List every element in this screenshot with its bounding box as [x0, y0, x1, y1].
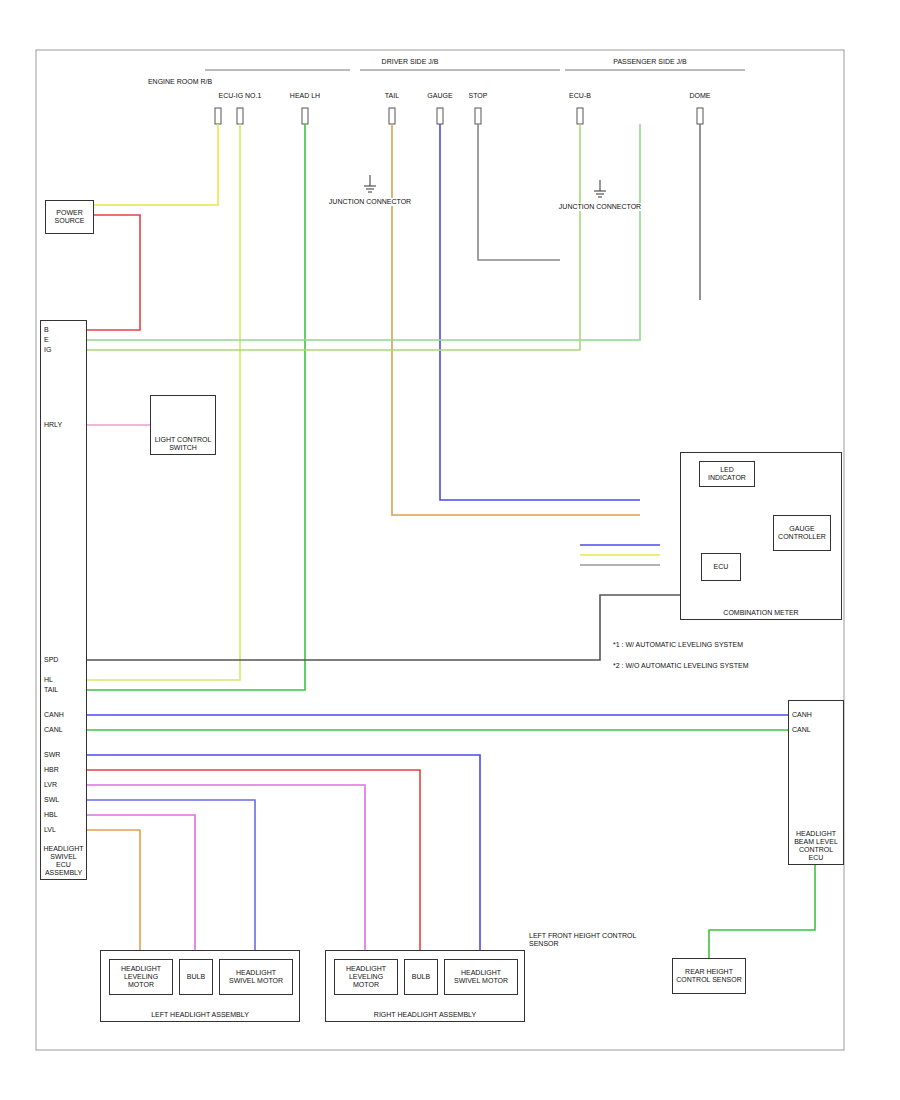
node-text: HEADLIGHT SWIVEL MOTOR [447, 969, 515, 985]
pin-name: E [43, 336, 73, 344]
wire-connector [87, 815, 195, 959]
part-label: DOME [685, 92, 715, 100]
node-text: HEADLIGHT SWIVEL ECU ASSEMBLY [43, 845, 84, 877]
assembly-box: LEFT HEADLIGHT ASSEMBLY HEADLIGHT LEVELIN… [100, 950, 300, 1022]
wire-connector [87, 424, 150, 426]
part-label: JUNCTION CONNECTOR [325, 198, 415, 206]
ecu-box: ECU [701, 553, 741, 581]
node-text: BULB [412, 973, 430, 981]
wire-connector [87, 729, 788, 731]
pin-name: B [43, 326, 73, 334]
pin-name: IG [43, 346, 73, 354]
switch-box: LIGHT CONTROL SWITCH [150, 395, 216, 455]
pin-name: TAIL [43, 686, 73, 694]
wire-connector [87, 755, 480, 959]
bulb-box: BULB [179, 959, 213, 995]
meter-box: COMBINATION METER LED INDICATOR ECU GAUGE C… [680, 452, 842, 620]
controller-box: GAUGE CONTROLLER [773, 515, 831, 551]
node-text: REAR HEIGHT CONTROL SENSOR [675, 968, 743, 984]
frame [36, 50, 844, 1050]
part-label: DRIVER SIDE J/B [365, 58, 455, 66]
pin-name: HRLY [43, 421, 73, 429]
node-text: COMBINATION METER [723, 609, 798, 617]
pin-name: CANL [791, 726, 821, 734]
bulb-box: BULB [404, 959, 438, 995]
wire-connector [87, 770, 420, 959]
part-label: HEAD LH [285, 92, 325, 100]
node-text: HEADLIGHT SWIVEL MOTOR [222, 969, 290, 985]
part-label: *2 : W/O AUTOMATIC LEVELING SYSTEM [612, 662, 782, 670]
node-text: POWER SOURCE [48, 209, 91, 225]
node-text: HEADLIGHT LEVELING MOTOR [337, 965, 395, 989]
motor-box: HEADLIGHT LEVELING MOTOR [334, 959, 398, 995]
pin-name: SWL [43, 796, 73, 804]
wire-connector [87, 215, 140, 330]
pin-name: CANH [43, 711, 73, 719]
node-text: LED INDICATOR [702, 466, 752, 482]
pin-name: LVL [43, 826, 73, 834]
part-label: JUNCTION CONNECTOR [555, 203, 645, 211]
pin-name: SPD [43, 656, 73, 664]
pin-name: HBL [43, 811, 73, 819]
pin-name: CANL [43, 726, 73, 734]
ecu-box: HEADLIGHT BEAM LEVEL CONTROL ECU [788, 700, 844, 865]
node-text: HEADLIGHT LEVELING MOTOR [112, 965, 170, 989]
node-text: BULB [187, 973, 205, 981]
part-label: STOP [465, 92, 491, 100]
pin-name: LVR [43, 781, 73, 789]
node-text: HEADLIGHT BEAM LEVEL CONTROL ECU [791, 830, 841, 862]
wires [87, 124, 700, 690]
block-brackets [205, 70, 745, 71]
wire-connector [87, 800, 255, 959]
sensor-box: REAR HEIGHT CONTROL SENSOR [672, 958, 746, 994]
pin-name: HL [43, 676, 73, 684]
part-label: *1 : W/ AUTOMATIC LEVELING SYSTEM [612, 641, 782, 649]
wire-connector [87, 714, 788, 716]
fuse-symbols [215, 108, 703, 124]
ground-symbols [364, 175, 606, 197]
motor-box: HEADLIGHT LEVELING MOTOR [109, 959, 173, 995]
node-text: ECU [714, 563, 729, 571]
part-label: ENGINE ROOM R/B [145, 78, 215, 86]
part-label: ECU-B [565, 92, 595, 100]
wire-connector [709, 865, 815, 958]
part-label: ECU-IG NO.1 [217, 92, 263, 100]
node-text: GAUGE CONTROLLER [776, 525, 828, 541]
wire-connector [87, 595, 680, 660]
motor-box: HEADLIGHT SWIVEL MOTOR [219, 959, 293, 995]
part-label: GAUGE [425, 92, 455, 100]
pin-name: HBR [43, 766, 73, 774]
node-text: RIGHT HEADLIGHT ASSEMBLY [374, 1011, 476, 1019]
pin-name: CANH [791, 711, 821, 719]
part-label: LEFT FRONT HEIGHT CONTROL SENSOR [528, 932, 638, 948]
wire-connector [87, 785, 365, 959]
indicator-box: LED INDICATOR [699, 461, 755, 487]
node-text: LEFT HEADLIGHT ASSEMBLY [151, 1011, 249, 1019]
part-label: PASSENGER SIDE J/B [605, 58, 695, 66]
wire-connector [87, 830, 140, 959]
motor-box: HEADLIGHT SWIVEL MOTOR [444, 959, 518, 995]
part-label: TAIL [379, 92, 405, 100]
power-box: POWER SOURCE [45, 200, 94, 234]
node-text: LIGHT CONTROL SWITCH [153, 436, 213, 452]
assembly-box: RIGHT HEADLIGHT ASSEMBLY HEADLIGHT LEVELI… [325, 950, 525, 1022]
pin-name: SWR [43, 751, 73, 759]
